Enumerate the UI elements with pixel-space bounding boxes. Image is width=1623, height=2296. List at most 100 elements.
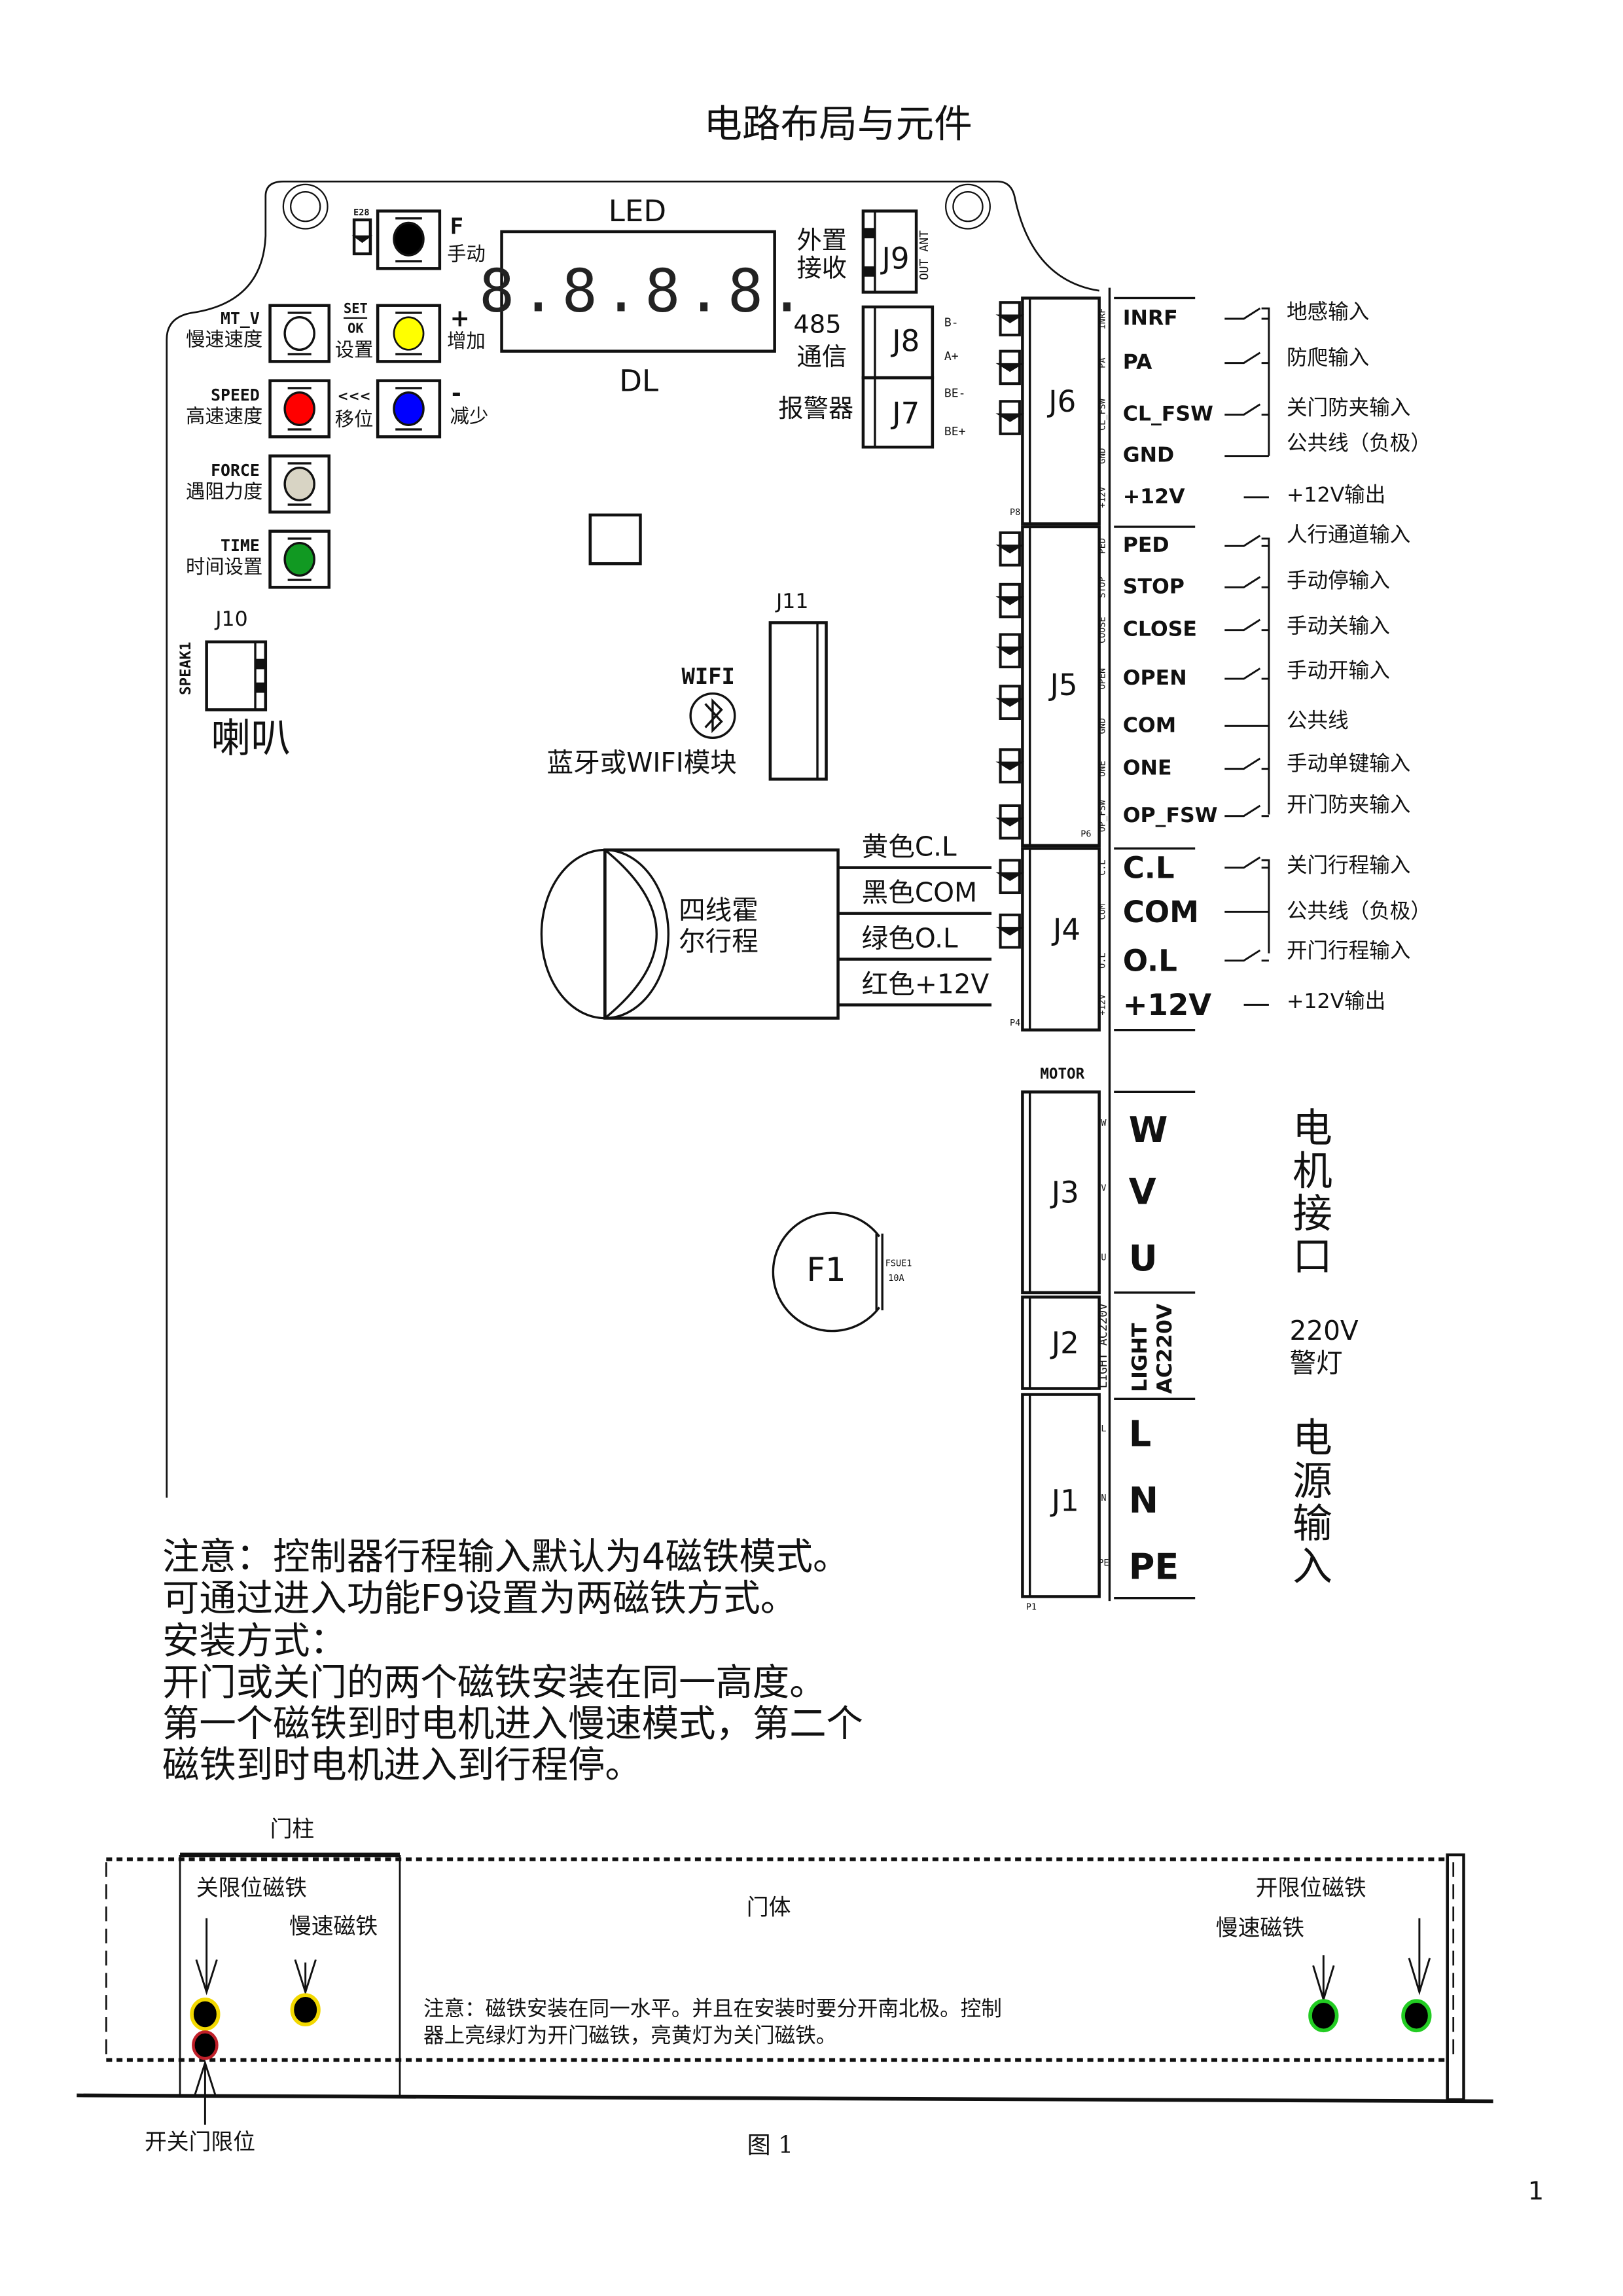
switch-symbol: [1224, 403, 1269, 416]
j5-ref: P6: [1080, 829, 1092, 840]
dl-label: DL: [619, 363, 659, 399]
hall-wire-label: 绿色O.L: [861, 924, 958, 955]
j6-ref: P8: [1009, 507, 1021, 518]
figure-caption: 图 1: [747, 2130, 794, 2159]
switch-symbol: [1224, 668, 1269, 680]
j1-id: J1: [1051, 1482, 1079, 1518]
switch-symbol: [1224, 351, 1269, 365]
j8-label: 通信: [796, 343, 847, 373]
terminal-description: 手动关输入: [1286, 615, 1390, 639]
open-limit-magnet-label: 开限位磁铁: [1255, 1874, 1366, 1901]
terminal-description: 公共线（负极）: [1286, 900, 1431, 924]
terminal-pin-label: ONE: [1097, 761, 1109, 777]
j1-pin: N: [1101, 1493, 1107, 1504]
j10-pin-label: SPEAK1: [178, 641, 195, 696]
button-set-code: SET: [344, 303, 368, 319]
magnet-note: 注意：磁铁安装在同一水平。并且在安装时要分开南北极。控制: [423, 1998, 1002, 2022]
terminal-description: 公共线（负极）: [1286, 432, 1431, 456]
button-shift-code: <<<: [337, 390, 371, 405]
chip-square: [588, 513, 642, 565]
bracket: [1261, 859, 1270, 954]
terminal-signal: CLOSE: [1122, 618, 1198, 642]
power-input-label: 电源输入: [1285, 1416, 1331, 1588]
j4-ref: P4: [1009, 1018, 1021, 1029]
magnet-slow-left: [290, 1993, 321, 2027]
board-outline: [166, 180, 1099, 1498]
motor-interface-label: 电机接口: [1285, 1106, 1331, 1278]
button-set-label: 设置: [334, 340, 374, 363]
note-line: 注意：控制器行程输入默认为4磁铁模式。: [162, 1535, 850, 1579]
set-ok-button[interactable]: [378, 306, 440, 362]
j1-ref: P1: [1026, 1602, 1037, 1613]
bt-wifi-module-label: 蓝牙或WIFI模块: [546, 748, 737, 780]
slow-magnet-label: 慢速磁铁: [1215, 1914, 1305, 1941]
motor-v: V: [1128, 1172, 1156, 1213]
terminal-description: 手动停输入: [1286, 569, 1390, 594]
terminal-screw: [999, 685, 1021, 720]
hall-wire-label: 黑色COM: [861, 878, 978, 909]
fuse-part: FSUE1: [885, 1259, 912, 1269]
note-line: 可通过进入功能F9设置为两磁铁方式。: [162, 1576, 798, 1620]
magnet-note: 器上亮绿灯为开门磁铁，亮黄灯为关门磁铁。: [423, 2024, 837, 2049]
j1-pin: PE: [1098, 1558, 1109, 1569]
speed-button[interactable]: [270, 381, 329, 437]
terminal-pin-label: OPEN: [1097, 668, 1109, 690]
terminal-signal: PA: [1122, 351, 1152, 375]
force-button[interactable]: [270, 456, 329, 512]
terminal-pin-label: CL_FSW: [1097, 399, 1109, 431]
j7-pin: BE-: [944, 386, 966, 400]
power-n: N: [1128, 1480, 1159, 1522]
terminal-screw: [999, 583, 1021, 619]
terminal-signal: COM: [1122, 894, 1200, 930]
j9-id: J9: [882, 240, 910, 276]
button-minus-cap: [393, 391, 425, 427]
terminal-signal: CL_FSW: [1122, 403, 1213, 427]
hall-label: 尔行程: [679, 926, 758, 958]
terminal-pin-label: COM: [1097, 904, 1109, 920]
terminal-pin-label: PA: [1097, 357, 1109, 368]
terminal-pin-label: O.L: [1097, 952, 1109, 969]
minus-button[interactable]: [378, 381, 440, 437]
j9-pins: OUT ANT: [918, 230, 931, 281]
manual-button[interactable]: [378, 211, 440, 268]
power-l: L: [1128, 1413, 1152, 1455]
terminal-description: +12V输出: [1286, 484, 1386, 508]
gate-post-label: 门柱: [270, 1816, 315, 1842]
terminal-pin-label: INRF: [1097, 308, 1109, 330]
terminal-description: 开门防夹输入: [1286, 793, 1411, 818]
terminal-screw: [999, 400, 1021, 435]
button-force-label: 遇阻力度: [186, 482, 263, 504]
motor-header: MOTOR: [1040, 1067, 1085, 1083]
j2-signal: LIGHT: [1128, 1323, 1152, 1393]
terminal-description: 手动单键输入: [1286, 752, 1411, 776]
magnet-open-limit: [1401, 1999, 1432, 2033]
terminal-screw: [999, 301, 1021, 336]
terminal-screw: [999, 913, 1021, 949]
terminal-pin-label: PED: [1097, 537, 1109, 554]
note-line: 安装方式：: [162, 1619, 347, 1662]
j8-label: 485: [793, 310, 842, 340]
j8-pin: A+: [944, 350, 959, 363]
hall-wire-label: 红色+12V: [861, 969, 990, 1001]
j10-id: J10: [215, 607, 248, 632]
terminal-description: 地感输入: [1286, 300, 1370, 325]
j5-id: J5: [1050, 667, 1078, 703]
switch-symbol: [1224, 619, 1269, 632]
button-plus-code: +: [450, 304, 470, 332]
switch-symbol: [1224, 856, 1269, 869]
terminal-signal: +12V: [1122, 485, 1185, 509]
j7-id: J7: [892, 395, 920, 431]
j11-id: J11: [776, 590, 809, 614]
bluetooth-icon: [689, 692, 736, 739]
mt-v-button[interactable]: [270, 306, 329, 362]
j2-id: J2: [1051, 1325, 1079, 1361]
switch-symbol: [1224, 804, 1269, 817]
button-speed-cap: [283, 391, 315, 427]
terminal-signal: PED: [1122, 534, 1169, 558]
terminal-signal: C.L: [1122, 850, 1175, 886]
button-minus-code: -: [451, 379, 461, 408]
switch-symbol: [1224, 757, 1269, 770]
j8-pin: B-: [944, 315, 959, 329]
time-button[interactable]: [270, 531, 329, 588]
